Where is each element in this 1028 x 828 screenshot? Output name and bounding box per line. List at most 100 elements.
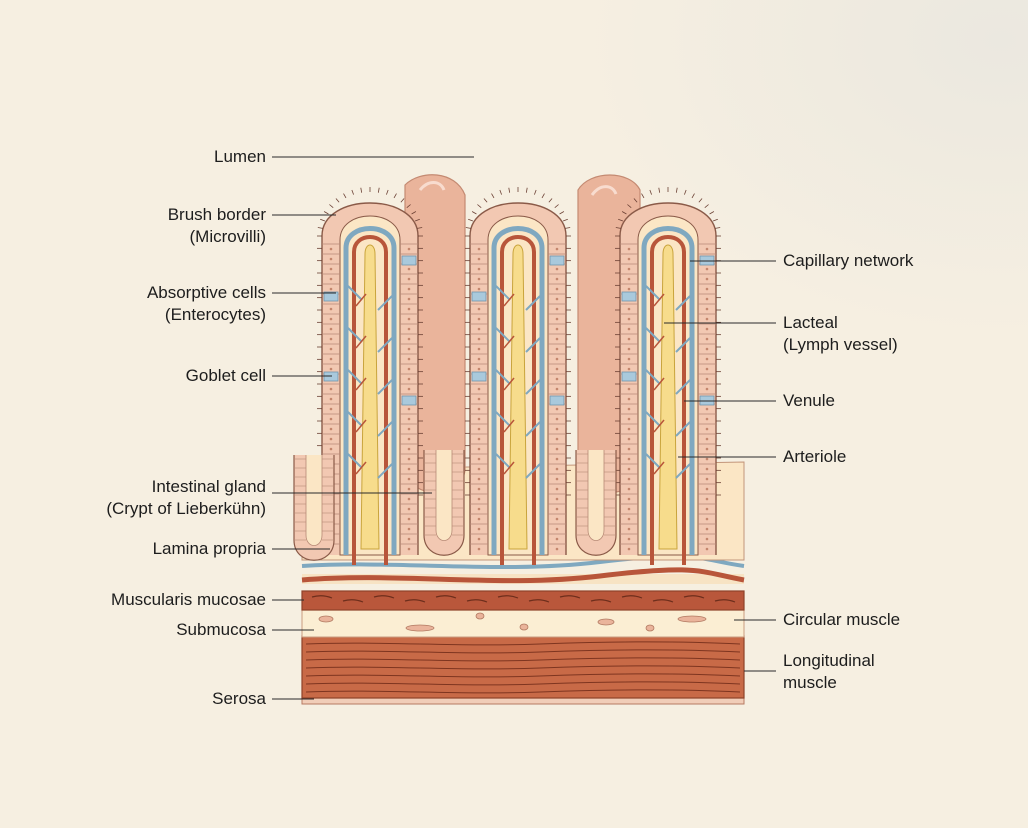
submucosa-cell [405, 624, 435, 632]
cell-nucleus [555, 407, 559, 411]
capillary-branch [495, 453, 511, 469]
cell-nucleus [705, 497, 709, 501]
cell-nucleus [477, 527, 481, 531]
cell-nucleus [705, 537, 709, 541]
cell-nucleus [705, 277, 709, 281]
cell-nucleus [555, 297, 559, 301]
arteriole-branch [355, 419, 367, 433]
cell-nucleus [407, 447, 411, 451]
microvillus [618, 218, 624, 222]
capillary-branch [525, 295, 541, 311]
cell-nucleus [407, 417, 411, 421]
cell-nucleus [555, 477, 559, 481]
microvillus [565, 227, 571, 229]
cell-nucleus [407, 547, 411, 551]
crypt-lumen [305, 455, 323, 546]
cell-nucleus [329, 247, 333, 251]
lacteal [360, 244, 380, 550]
cell-nucleus [329, 337, 333, 341]
arteriole-branch [653, 335, 665, 349]
cell-nucleus [555, 417, 559, 421]
capillary-branch [347, 285, 363, 301]
longitudinal-muscle-fibers [305, 641, 741, 694]
circular-fiber [683, 595, 705, 599]
cell-nucleus [627, 347, 631, 351]
cell-nucleus [477, 467, 481, 471]
cell-nucleus [555, 267, 559, 271]
microvillus [468, 218, 474, 222]
capillary-branch [347, 411, 363, 427]
cell-nucleus [407, 537, 411, 541]
cell-nucleus [705, 447, 709, 451]
microvillus [406, 204, 411, 209]
capillary-loop [491, 226, 545, 555]
goblet-cell [401, 255, 417, 266]
label-serosa: Serosa [212, 689, 266, 708]
cell-nucleus [407, 247, 411, 251]
cell-nucleus [705, 477, 709, 481]
capillary-branch [675, 379, 691, 395]
capillary-branch [645, 411, 661, 427]
cell-nucleus [555, 497, 559, 501]
cell-nucleus [407, 297, 411, 301]
capillary-branch [495, 411, 511, 427]
cell-nucleus [555, 357, 559, 361]
cell-nucleus [407, 457, 411, 461]
cell-nucleus [555, 427, 559, 431]
cell-nucleus [627, 527, 631, 531]
cell-nucleus [555, 307, 559, 311]
circular-fiber [466, 599, 488, 603]
microvillus [641, 193, 645, 199]
capillary-branch [347, 327, 363, 343]
cell-nucleus [477, 447, 481, 451]
label-goblet-cell: Goblet cell [185, 366, 266, 385]
cell-nucleus [705, 507, 709, 511]
microvillus [499, 189, 502, 195]
cell-nucleus [329, 347, 333, 351]
submucosa-cell [677, 615, 707, 623]
cell-nucleus [329, 437, 333, 441]
cell-nucleus [555, 457, 559, 461]
goblet-cell [323, 291, 339, 302]
cell-nucleus [627, 247, 631, 251]
cell-nucleus [627, 467, 631, 471]
capillary-branch [377, 337, 393, 353]
leader-lines [272, 156, 776, 700]
cell-nucleus [329, 387, 333, 391]
cell-nucleus [627, 457, 631, 461]
microvillus [715, 227, 721, 229]
microvillus [548, 198, 553, 203]
cell-nucleus [477, 257, 481, 261]
capillary-branch [495, 327, 511, 343]
microvillus [627, 204, 632, 209]
cell-nucleus [407, 277, 411, 281]
cell-nucleus [705, 437, 709, 441]
label-submucosa: Submucosa [176, 620, 266, 639]
longitudinal-fiber [305, 641, 741, 646]
cell-nucleus [627, 487, 631, 491]
cell-nucleus [627, 357, 631, 361]
goblet-cell [471, 291, 487, 302]
microvillus [491, 193, 495, 199]
microvillus [525, 187, 528, 193]
microvillus [704, 204, 709, 209]
cell-nucleus [627, 507, 631, 511]
cell-nucleus [555, 507, 559, 511]
capillary-branch [347, 369, 363, 385]
microvillus [477, 204, 482, 209]
cell-nucleus [627, 437, 631, 441]
arteriole-branch [653, 419, 665, 433]
microvillus [675, 187, 678, 193]
cell-nucleus [555, 537, 559, 541]
circular-fiber [714, 599, 736, 603]
lacteal [658, 244, 678, 550]
cell-nucleus [627, 477, 631, 481]
cell-nucleus [555, 247, 559, 251]
capillary-branch [675, 295, 691, 311]
cell-nucleus [705, 387, 709, 391]
label-arteriole: Arteriole [783, 447, 847, 466]
goblet-cell [471, 371, 487, 382]
capillary-branch [645, 327, 661, 343]
microvillus [320, 218, 326, 222]
